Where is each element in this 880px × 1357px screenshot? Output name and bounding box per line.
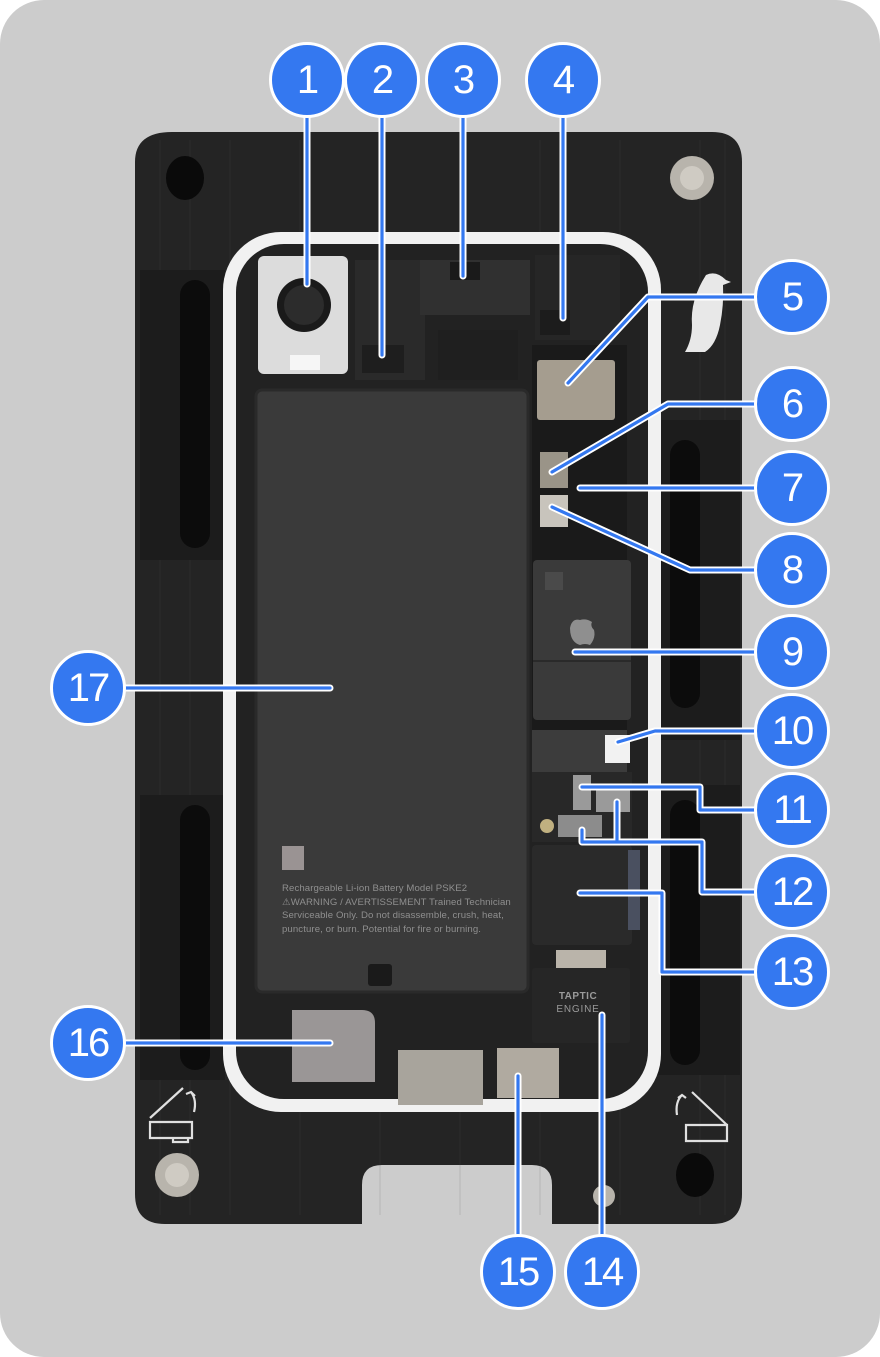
bracket-15 bbox=[497, 1048, 559, 1098]
lift-left-icon bbox=[148, 1087, 197, 1144]
bottom-components bbox=[255, 950, 630, 1105]
shield-5 bbox=[537, 360, 615, 420]
slot bbox=[670, 440, 700, 708]
callout-4[interactable]: 4 bbox=[525, 42, 601, 118]
callout-14[interactable]: 14 bbox=[564, 1234, 640, 1310]
taptic-label-line1: TAPTIC bbox=[558, 991, 598, 1002]
callout-7[interactable]: 7 bbox=[754, 450, 830, 526]
taptic-engine-label: TAPTIC ENGINE bbox=[538, 990, 618, 1016]
callout-10[interactable]: 10 bbox=[754, 693, 830, 769]
apple-logo-icon bbox=[570, 619, 595, 645]
battery-warning-text: ⚠WARNING / AVERTISSEMENT Trained Technic… bbox=[282, 896, 511, 908]
callout-11[interactable]: 11 bbox=[754, 772, 830, 848]
battery-model-text: Rechargeable Li-ion Battery Model PSKE2 bbox=[282, 883, 468, 894]
penguin-logo-icon bbox=[685, 273, 731, 352]
lift-right-icon bbox=[675, 1091, 729, 1143]
callout-1[interactable]: 1 bbox=[269, 42, 345, 118]
callout-2[interactable]: 2 bbox=[344, 42, 420, 118]
taptic-label-line2: ENGINE bbox=[556, 1004, 600, 1015]
battery-warning-text: puncture, or burn. Potential for fire or… bbox=[282, 923, 482, 935]
battery-warning-label: Rechargeable Li-ion Battery Model PSKE2 … bbox=[282, 882, 522, 936]
callout-13[interactable]: 13 bbox=[754, 934, 830, 1010]
callout-6[interactable]: 6 bbox=[754, 366, 830, 442]
battery-warning-text: Serviceable Only. Do not disassemble, cr… bbox=[282, 910, 504, 921]
callout-12[interactable]: 12 bbox=[754, 854, 830, 930]
callout-15[interactable]: 15 bbox=[480, 1234, 556, 1310]
connector-11 bbox=[573, 775, 591, 810]
logic-board bbox=[532, 345, 640, 945]
slot bbox=[670, 800, 700, 1065]
top-components bbox=[258, 255, 620, 380]
callout-16[interactable]: 16 bbox=[50, 1005, 126, 1081]
callout-5[interactable]: 5 bbox=[754, 259, 830, 335]
slot bbox=[180, 805, 210, 1070]
battery-label-patch bbox=[282, 846, 304, 870]
callout-8[interactable]: 8 bbox=[754, 532, 830, 608]
mount-hole bbox=[166, 156, 204, 200]
slot bbox=[180, 280, 210, 548]
speaker-shield bbox=[292, 1010, 375, 1082]
callout-17[interactable]: 17 bbox=[50, 650, 126, 726]
mount-hole bbox=[676, 1153, 714, 1197]
callout-3[interactable]: 3 bbox=[425, 42, 501, 118]
callout-9[interactable]: 9 bbox=[754, 614, 830, 690]
lightning-port bbox=[398, 1050, 483, 1105]
